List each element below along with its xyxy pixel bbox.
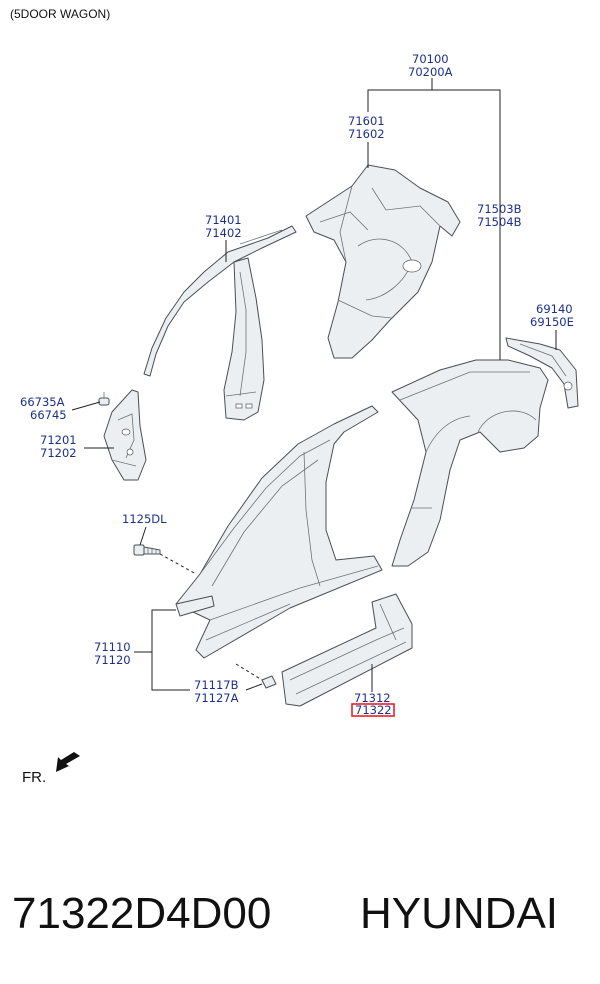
label-71120: 71120 [94, 653, 131, 667]
label-71401: 71401 [205, 213, 242, 227]
label-71202: 71202 [40, 446, 77, 460]
label-1125DL: 1125DL [122, 512, 167, 526]
label-71402: 71402 [205, 226, 242, 240]
front-arrow-icon [56, 752, 80, 772]
leader-lines [71, 78, 557, 692]
side-sill-panel-71312[interactable] [281, 593, 413, 707]
label-71504B: 71504B [477, 215, 522, 229]
label-71503B: 71503B [477, 202, 522, 216]
highlight-box-71322 [351, 703, 395, 717]
part-number: 71322D4D00 [12, 889, 271, 938]
label-71601: 71601 [348, 114, 385, 128]
a-pillar-inner-71201[interactable] [103, 389, 147, 481]
bolt-1125DL[interactable] [133, 544, 197, 575]
label-71127A: 71127A [194, 691, 239, 705]
label-71117B: 71117B [194, 678, 239, 692]
bracket-71117B[interactable] [235, 663, 277, 689]
variant-label: (5DOOR WAGON) [10, 7, 110, 21]
label-71312: 71312 [354, 691, 391, 705]
label-71602: 71602 [348, 127, 385, 141]
label-66735A: 66735A [20, 395, 65, 409]
rear-inner-panel-71601[interactable] [305, 164, 461, 359]
brand-name: HYUNDAI [360, 889, 558, 938]
side-outer-panel-71110[interactable] [175, 405, 383, 659]
bracket-69140[interactable] [505, 337, 579, 409]
label-69150E: 69150E [530, 315, 574, 329]
front-label: FR. [22, 769, 46, 786]
label-71110: 71110 [94, 640, 131, 654]
label-70200A: 70200A [408, 65, 453, 79]
clip-66735A[interactable] [98, 392, 110, 406]
label-70100: 70100 [412, 52, 449, 66]
label-71201: 71201 [40, 433, 77, 447]
label-66745: 66745 [30, 408, 67, 422]
roof-rail-inner-71401[interactable] [143, 225, 297, 421]
label-69140: 69140 [536, 302, 573, 316]
label-71322[interactable]: 71322 [355, 703, 392, 717]
quarter-outer-panel-71503B[interactable] [391, 359, 549, 567]
